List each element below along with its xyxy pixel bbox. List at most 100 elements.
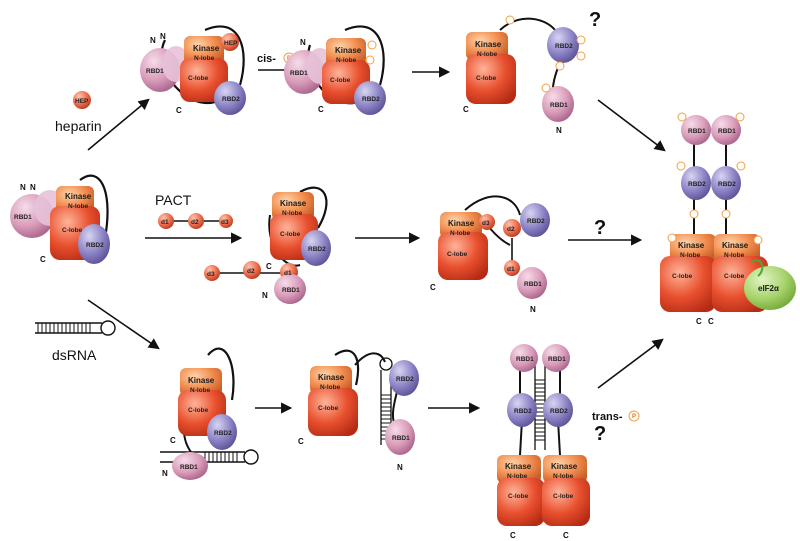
- clobe-label: C-lobe: [188, 407, 209, 414]
- arrow-heparin: [87, 98, 150, 151]
- linker-b: [354, 352, 386, 366]
- rbd2-domain-right: [711, 166, 741, 200]
- eif2a-substrate: [744, 266, 796, 310]
- pact-d1: [158, 213, 174, 229]
- c-terminus: C: [266, 262, 272, 271]
- rbd2-domain: [214, 81, 246, 115]
- arrow-bottom-to-dimer: [597, 338, 664, 389]
- dsrna-condition: dsRNA: [35, 320, 116, 363]
- phospho-site: [721, 209, 731, 219]
- rbd2-label: RBD2: [550, 408, 568, 415]
- linker-a: [344, 25, 385, 86]
- rbd1-domain: [274, 274, 306, 304]
- rbd1-label: RBD1: [14, 214, 32, 221]
- question-mark-top: ?: [589, 9, 601, 31]
- linker-a: [464, 195, 521, 216]
- kinase-label: Kinase: [188, 376, 215, 385]
- dsrna-loop: [243, 449, 259, 465]
- nlobe-label: N-lobe: [507, 473, 528, 480]
- n-terminus: N: [150, 36, 156, 45]
- c-terminus: C: [510, 531, 516, 540]
- nlobe-label: N-lobe: [336, 57, 357, 64]
- pact-d1: [504, 260, 520, 276]
- nlobe-label: N-lobe: [680, 252, 701, 259]
- pact-label: PACT: [155, 192, 192, 208]
- d2-label: d2: [191, 219, 199, 226]
- kinase-clobe-left: [497, 478, 545, 526]
- nlobe-label: N-lobe: [320, 384, 341, 391]
- rbd1-domain: [542, 86, 574, 122]
- n-terminus: N: [162, 469, 168, 478]
- d3-label: d3: [482, 220, 490, 227]
- c-terminus: C: [318, 105, 324, 114]
- linker-a: [499, 17, 556, 31]
- c-terminus: C: [696, 317, 702, 326]
- d2-label: d2: [507, 226, 515, 233]
- autophosphorylated-pkr: Kinase N-lobe C-lobe RBD1 RBD2 N C: [284, 25, 386, 115]
- kinase-clobe: [308, 388, 358, 436]
- rbd2-label: RBD2: [514, 408, 532, 415]
- eif2a-label: eIF2α: [758, 284, 779, 293]
- pact-d2: [188, 213, 204, 229]
- kinase-nlobe-left: [670, 234, 716, 262]
- heparin-bound-pkr: Kinase N-lobe C-lobe HEP RBD1 RBD2 N N C: [140, 25, 246, 115]
- kinase-nlobe-right: [714, 234, 760, 262]
- kinase-nlobe: [310, 366, 352, 394]
- phospho-label: P: [632, 414, 636, 420]
- clobe-label: C-lobe: [724, 273, 745, 280]
- heparin-condition: HEP heparin: [55, 91, 102, 134]
- nlobe-label: N-lobe: [553, 473, 574, 480]
- c-terminus: C: [463, 105, 469, 114]
- c-terminus: C: [40, 255, 46, 264]
- rbd2-label: RBD2: [527, 218, 545, 225]
- kinase-clobe-right: [542, 478, 590, 526]
- c-terminus: C: [708, 317, 714, 326]
- arrow-dsrna: [87, 299, 160, 350]
- rbd1-label: RBD1: [688, 128, 706, 135]
- n-terminus: N: [300, 38, 306, 47]
- kinase-label: Kinase: [678, 241, 705, 250]
- phospho-site: [576, 35, 586, 45]
- dsrna-loop: [100, 320, 116, 336]
- pact-d3: [219, 214, 233, 228]
- arrow-top-to-dimer: [597, 99, 666, 152]
- rbd1-label: RBD1: [290, 70, 308, 77]
- d1-label: d1: [507, 266, 515, 273]
- kinase-nlobe: [272, 192, 314, 220]
- hep-label: HEP: [224, 40, 238, 47]
- kinase-clobe: [438, 232, 488, 280]
- kinase-clobe-left: [660, 256, 716, 312]
- d3-label: d3: [221, 219, 229, 226]
- rbd2-label: RBD2: [308, 246, 326, 253]
- hep-bound: [221, 33, 239, 51]
- question-mark-bottom: ?: [594, 423, 606, 445]
- kinase-label: Kinase: [318, 373, 345, 382]
- rbd1-domain: [517, 267, 547, 299]
- rbd1-label: RBD1: [550, 102, 568, 109]
- dsrna-label: dsRNA: [52, 347, 97, 363]
- rbd2-label: RBD2: [718, 181, 736, 188]
- dsrna-loop: [379, 357, 393, 371]
- rbd1-domain: [385, 419, 415, 455]
- rbd2-domain-left: [681, 166, 711, 200]
- clobe-label: C-lobe: [476, 75, 497, 82]
- c-terminus: C: [298, 437, 304, 446]
- rbd2-domain: [354, 81, 386, 115]
- eif2a-link: [751, 259, 764, 277]
- kinase-label: Kinase: [551, 462, 578, 471]
- phospho-site: [689, 209, 699, 219]
- c-terminus: C: [563, 531, 569, 540]
- rbd1-label: RBD1: [282, 287, 300, 294]
- n-terminus: N: [20, 183, 26, 192]
- open-pkr: Kinase N-lobe C-lobe RBD2 RBD1 N C: [463, 15, 586, 135]
- phospho-site: [667, 233, 677, 243]
- pact-d3: [204, 265, 220, 281]
- kinase-nlobe: [466, 32, 508, 60]
- c-terminus: C: [176, 106, 182, 115]
- kinase-label: Kinase: [280, 199, 307, 208]
- linkers: [693, 142, 727, 240]
- clobe-label: C-lobe: [447, 251, 468, 258]
- phospho-site: [505, 15, 515, 25]
